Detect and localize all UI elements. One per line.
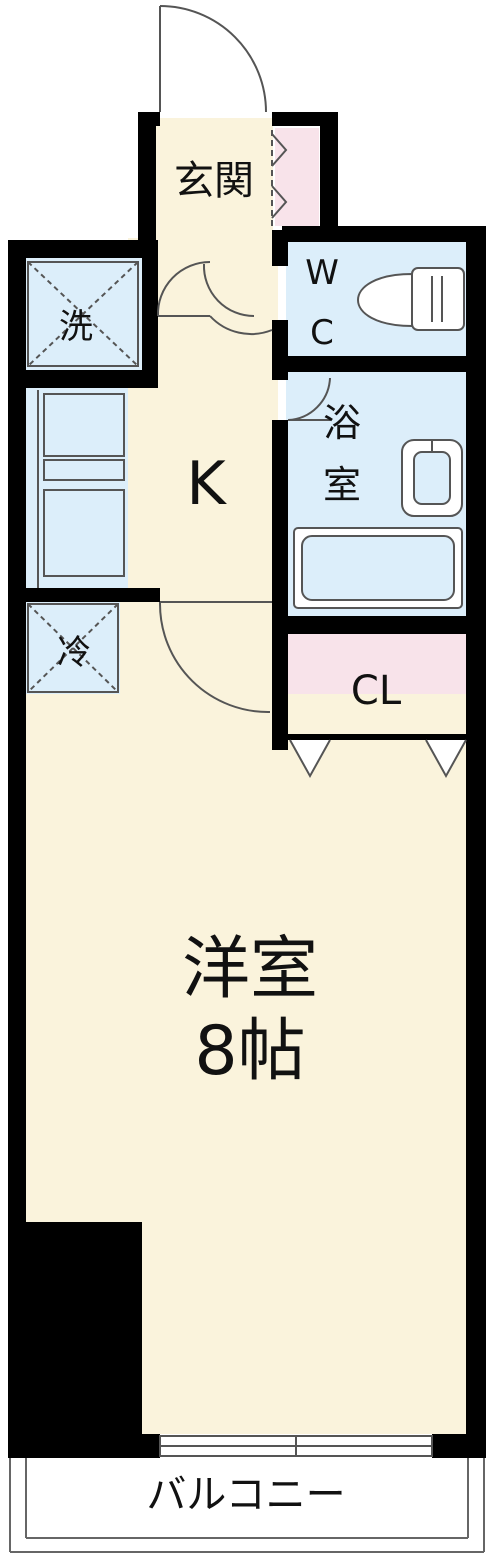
room-door xyxy=(159,601,272,714)
bathtub-icon xyxy=(293,527,463,609)
hallway-doors xyxy=(156,261,273,335)
western-room-label: 洋室 xyxy=(182,930,318,1009)
closet-label: CL xyxy=(351,668,402,714)
kitchen-sink-icon xyxy=(37,390,125,588)
laundry-label: 洗 xyxy=(59,307,93,347)
toilet-icon xyxy=(357,267,465,331)
western-room-size-label: 8帖 xyxy=(194,1012,305,1091)
wc-label-line2: C xyxy=(310,313,334,353)
closet-doors xyxy=(289,739,467,779)
balcony-outline xyxy=(9,1458,485,1553)
fridge-label: 冷 xyxy=(57,633,91,673)
bath-label-line2: 室 xyxy=(323,463,361,507)
fridge-icon xyxy=(27,603,119,693)
walls xyxy=(8,112,486,1458)
balcony-window xyxy=(159,1435,433,1457)
balcony-label: バルコニー xyxy=(146,1472,345,1518)
shoebox-icon xyxy=(271,130,288,226)
kitchen-label: K xyxy=(186,449,227,519)
entrance-shoebox xyxy=(275,128,319,226)
fridge-space xyxy=(24,600,120,694)
wc-label-line1: W xyxy=(305,253,339,293)
bathroom-door xyxy=(287,377,331,421)
washbasin-icon xyxy=(401,439,463,517)
entrance-door xyxy=(159,5,267,113)
washing-machine-icon xyxy=(27,261,139,367)
entrance-floor xyxy=(155,118,273,238)
genkan-label: 玄関 xyxy=(174,158,254,204)
western-room-floor-upper xyxy=(120,600,276,700)
bath-label-line1: 浴 xyxy=(323,401,361,445)
